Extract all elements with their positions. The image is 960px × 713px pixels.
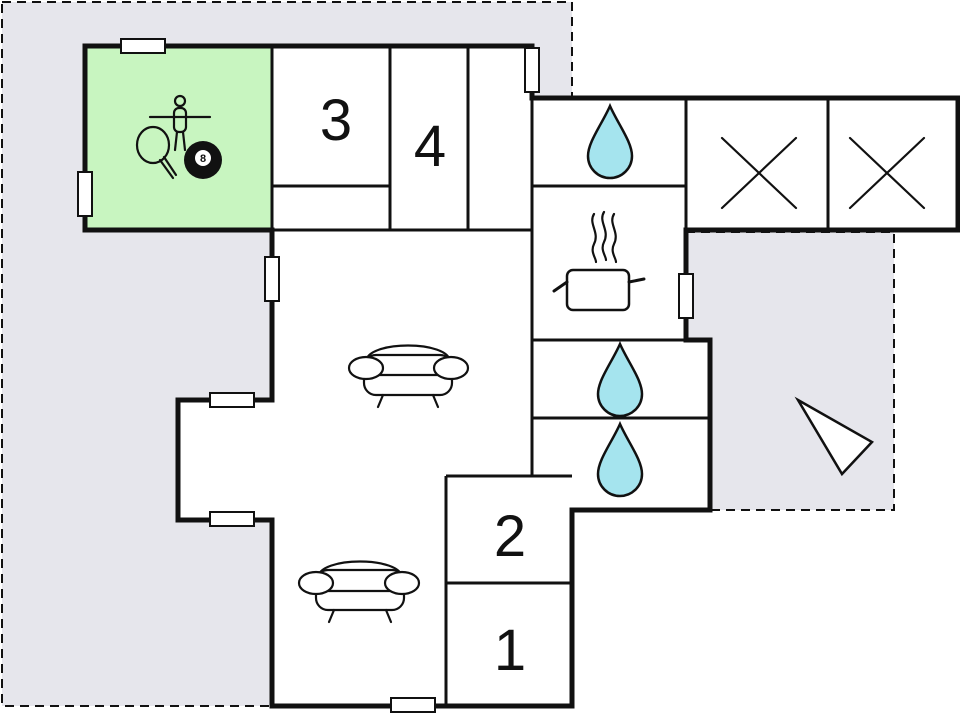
sofa-icon [297,560,421,624]
sofa-icon [347,344,470,409]
windows [77,38,694,713]
cooking-pot-icon [552,210,646,312]
window-bay-top [209,392,255,408]
room-label-4: 4 [414,114,446,179]
outdoor-area-east [685,231,895,511]
compass-arrow-icon [794,396,874,477]
room-label-2: 2 [494,504,526,569]
window-kitchen [678,273,694,319]
doorway-opening-lower [268,482,276,510]
billiard-ball-icon: 8 [184,141,222,179]
foosball-icon [148,94,212,152]
table-tennis-icon [135,125,178,180]
window-bedroom-4 [524,47,540,93]
room-label-1: 1 [494,618,526,683]
game-room [85,46,272,230]
window-living-upper [264,256,280,302]
doorway-opening-upper [268,408,276,436]
water-drop-icon [596,340,644,418]
water-drop-icon [586,102,634,180]
interior-walls [270,46,830,706]
exterior-walls [82,43,960,709]
window-game-room-left [77,171,93,217]
window-game-room-top [120,38,166,54]
window-living-bottom [390,697,436,713]
cross-icon [720,136,798,210]
billiard-ball-number: 8 [200,153,206,165]
cross-icon [848,136,926,210]
window-bay-bottom [209,511,255,527]
water-drop-icon [596,420,644,498]
interior-area [178,46,958,706]
room-label-3: 3 [320,88,352,153]
